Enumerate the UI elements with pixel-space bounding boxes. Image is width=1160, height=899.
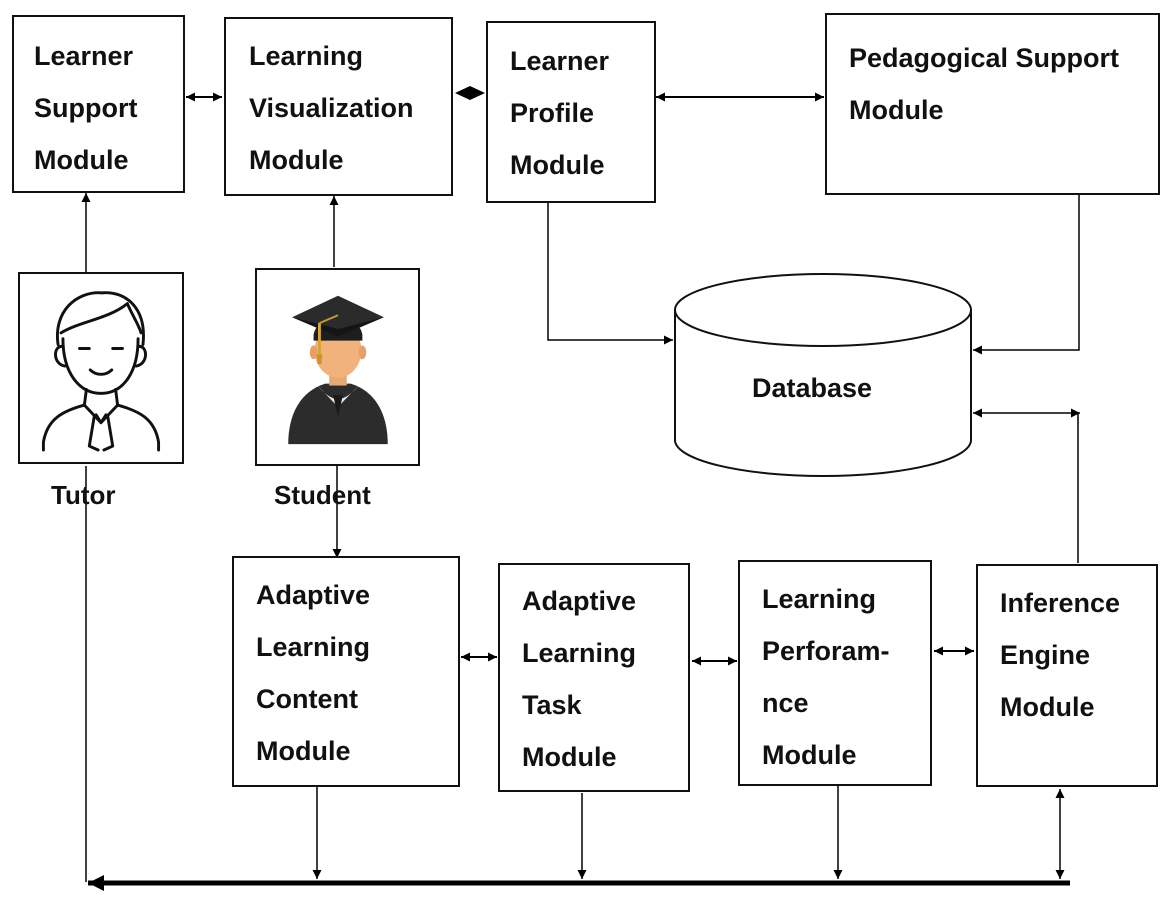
tutor-icon [41,291,161,452]
database-label: Database [752,373,873,403]
inference-engine-module [976,564,1158,787]
learner-profile-module [486,21,656,203]
student-card [255,268,420,466]
learning-visualization-module [224,17,453,196]
arrow-profile-database [547,203,673,345]
adaptive-learning-content-label: Adaptive Learning Content Module [256,580,371,766]
student-caption: Student [274,480,371,510]
pedagogical-support-module [825,13,1160,195]
learner-profile-label: Learner Profile Module [510,46,610,180]
database-cylinder [674,273,972,477]
tutor-card [18,272,184,464]
learning-performance-label: Learning Perforam- nce Module [762,584,890,770]
diamond-visualization-profile [455,86,485,100]
learner-support-module [12,15,185,193]
arrow-pedagogical-database [973,195,1080,355]
learning-visualization-label: Learning Visualization Module [249,41,414,175]
adaptive-learning-content-module [232,556,460,787]
pedagogical-support-label: Pedagogical Support Module [849,43,1120,125]
learner-support-label: Learner Support Module [34,41,138,175]
learning-performance-module [738,560,932,786]
tutor-caption: Tutor [51,480,116,510]
adaptive-learning-task-label: Adaptive Learning Task Module [522,586,637,772]
adaptive-learning-task-module [498,563,690,792]
graduate-student-icon [288,295,388,445]
inference-engine-label: Inference Engine Module [1000,588,1121,722]
